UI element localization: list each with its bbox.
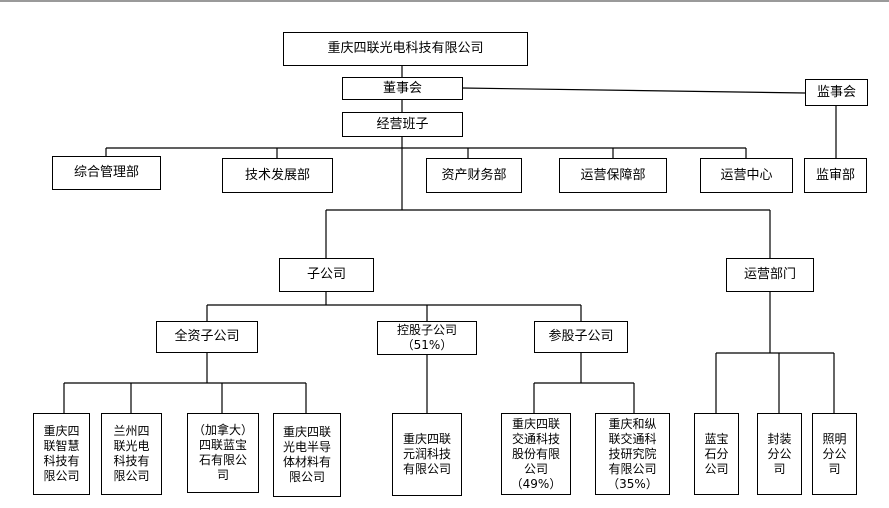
branch-box: 照明 分公 司 xyxy=(812,413,857,495)
board-label: 董事会 xyxy=(382,80,422,96)
branch-box: 封装 分公 司 xyxy=(757,413,802,495)
management-box: 经营班子 xyxy=(342,112,463,137)
department-label: 运营中心 xyxy=(720,167,773,183)
company-box: 重庆四联光电科技有限公司 xyxy=(283,32,528,66)
department-box: 综合管理部 xyxy=(52,156,161,190)
participating-box: 参股子公司 xyxy=(534,321,628,353)
branch-label: 照明 分公 司 xyxy=(822,431,847,476)
subsidiaries-label: 子公司 xyxy=(306,267,346,282)
department-label: 技术发展部 xyxy=(244,167,310,183)
participating-company-box: 重庆和纵 联交通科 技研究院 有限公司 （35%） xyxy=(595,413,670,495)
supervisory-board-label: 监事会 xyxy=(816,84,856,100)
holding-company-label: 重庆四联 元润科技 有限公司 xyxy=(402,432,451,476)
wholly-owned-company-box: 重庆四联 光电半导 体材料有 限公司 xyxy=(273,413,341,497)
branch-box: 蓝宝 石分 公司 xyxy=(694,413,739,495)
wholly-owned-label: 全资子公司 xyxy=(174,329,240,344)
participating-company-label: 重庆和纵 联交通科 技研究院 有限公司 （35%） xyxy=(607,416,658,491)
department-label: 运营保障部 xyxy=(580,167,646,183)
operations-dept-box: 运营部门 xyxy=(726,258,814,292)
audit-label: 监审部 xyxy=(815,167,855,183)
holding-company-box: 重庆四联 元润科技 有限公司 xyxy=(392,413,462,496)
wholly-owned-company-box: 兰州四 联光电 科技有 限公司 xyxy=(101,413,162,495)
top-border xyxy=(0,0,889,2)
department-box: 运营保障部 xyxy=(559,158,667,193)
department-label: 综合管理部 xyxy=(73,165,139,180)
wholly-owned-company-box: （加拿大） 四联蓝宝 石有限公 司 xyxy=(187,413,259,493)
wholly-owned-company-box: 重庆四 联智慧 科技有 限公司 xyxy=(33,413,90,495)
department-box: 技术发展部 xyxy=(222,158,333,193)
wholly-owned-company-label: 兰州四 联光电 科技有 限公司 xyxy=(113,424,150,483)
board-box: 董事会 xyxy=(342,77,463,100)
operations-dept-label: 运营部门 xyxy=(743,267,796,282)
branch-label: 封装 分公 司 xyxy=(767,431,792,476)
holding-label: 控股子公司 （51%） xyxy=(396,323,457,352)
wholly-owned-company-label: 重庆四 联智慧 科技有 限公司 xyxy=(43,424,80,483)
department-box: 运营中心 xyxy=(700,158,793,193)
branch-label: 蓝宝 石分 公司 xyxy=(704,431,729,476)
audit-box: 监审部 xyxy=(804,158,867,193)
holding-box: 控股子公司 （51%） xyxy=(377,321,477,355)
participating-company-label: 重庆四联 交通科技 股份有限 公司 （49%） xyxy=(510,416,562,491)
department-box: 资产财务部 xyxy=(426,158,522,193)
wholly-owned-company-label: 重庆四联 光电半导 体材料有 限公司 xyxy=(282,425,331,484)
supervisory-board-box: 监事会 xyxy=(805,79,868,106)
management-label: 经营班子 xyxy=(376,116,429,132)
wholly-owned-box: 全资子公司 xyxy=(156,321,258,353)
wholly-owned-company-label: （加拿大） 四联蓝宝 石有限公 司 xyxy=(192,423,253,482)
company-label: 重庆四联光电科技有限公司 xyxy=(327,41,484,56)
participating-company-box: 重庆四联 交通科技 股份有限 公司 （49%） xyxy=(501,413,571,495)
participating-label: 参股子公司 xyxy=(548,329,614,344)
subsidiaries-box: 子公司 xyxy=(279,258,374,292)
department-label: 资产财务部 xyxy=(441,167,507,183)
